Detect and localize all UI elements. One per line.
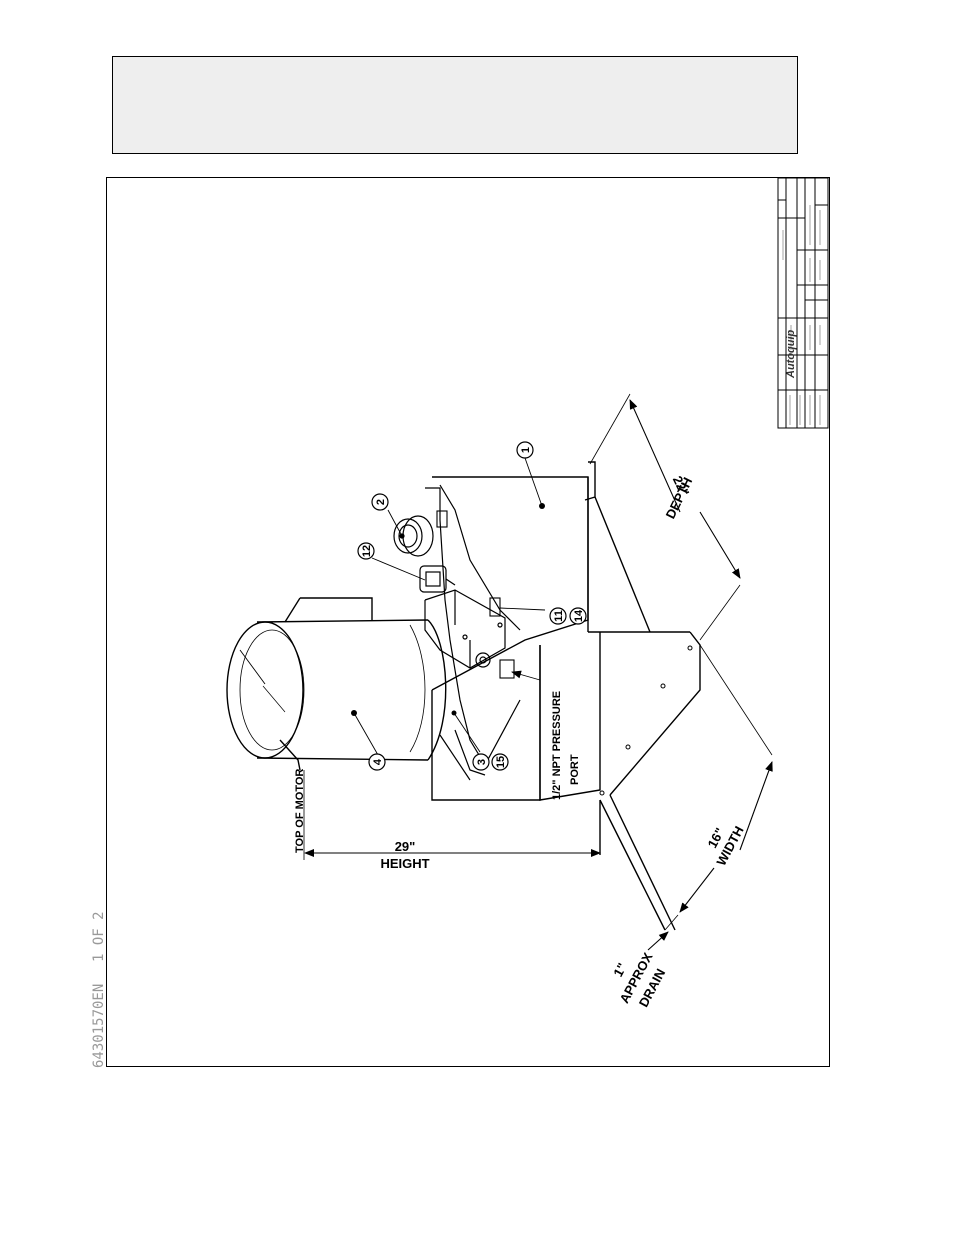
depth-word: DEPTH xyxy=(663,475,696,521)
callout-2: 2 xyxy=(371,493,389,511)
callout-1: 1 xyxy=(516,441,534,459)
fittings xyxy=(436,510,515,679)
brand-logo: Autoquip xyxy=(785,329,797,379)
callout-12: 12 xyxy=(357,542,375,560)
flange-holes xyxy=(599,645,693,796)
leader-lines xyxy=(239,457,546,756)
port-label-line2: PORT xyxy=(569,754,581,785)
page-indicator: 1 OF 2 xyxy=(91,911,107,962)
callout-15-label: 15 xyxy=(495,756,507,768)
relief-valve xyxy=(419,565,456,593)
filler-breather xyxy=(393,515,434,557)
document-number: 64301570EN xyxy=(91,984,107,1068)
title-block-text xyxy=(782,205,821,425)
height-word: HEIGHT xyxy=(380,856,429,871)
callout-14: 14 xyxy=(569,607,587,625)
drawing-frame xyxy=(106,177,830,1067)
top-of-motor-label: TOP OF MOTOR xyxy=(294,769,306,853)
electric-motor xyxy=(226,597,447,771)
callout-1-label: 1 xyxy=(520,447,532,453)
callout-3-label: 3 xyxy=(476,759,488,765)
callout-14-label: 14 xyxy=(573,609,585,622)
callout-4: 4 xyxy=(368,753,386,771)
reservoir-tank xyxy=(431,461,701,931)
callout-15: 15 xyxy=(491,753,509,771)
callout-11: 11 xyxy=(549,607,567,625)
dimension-lines xyxy=(303,393,773,951)
callout-12-label: 12 xyxy=(361,545,373,557)
title-block xyxy=(777,177,829,429)
callout-3: 3 xyxy=(472,753,490,771)
valve-manifold xyxy=(424,589,506,669)
port-label-line1: 1/2" NPT PRESSURE xyxy=(551,691,563,800)
callout-11-label: 11 xyxy=(553,610,565,622)
header-box xyxy=(112,56,798,154)
callout-4-label: 4 xyxy=(372,758,384,765)
drain-value: 1" xyxy=(610,960,630,979)
height-value: 29" xyxy=(395,839,416,854)
callout-2-label: 2 xyxy=(375,499,387,505)
